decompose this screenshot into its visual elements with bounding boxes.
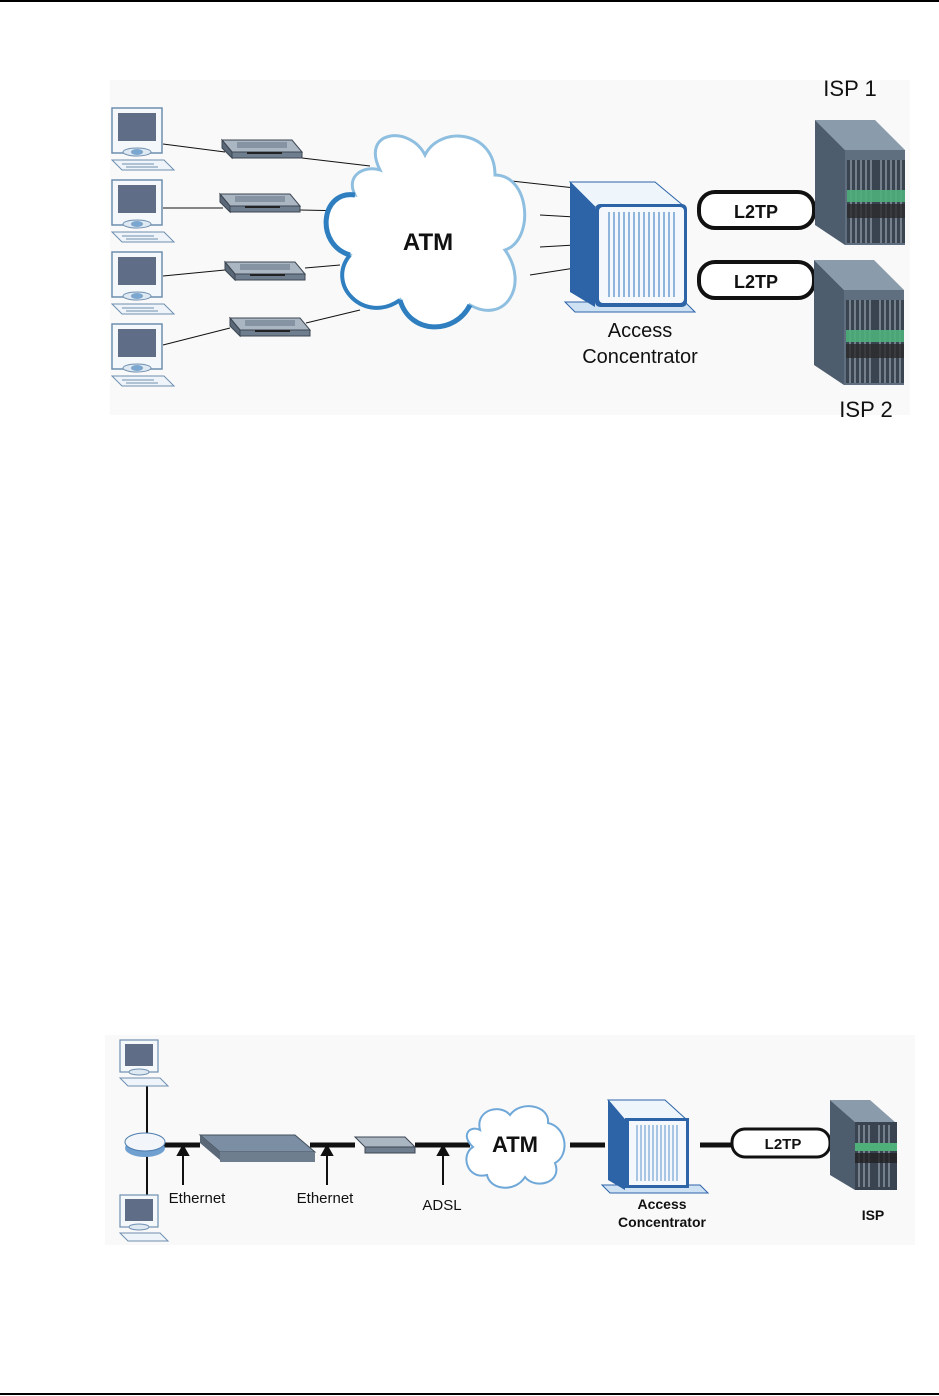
concentrator-label-line2: Concentrator bbox=[618, 1214, 706, 1230]
modem-1 bbox=[221, 139, 303, 159]
concentrator-label-line1: Access bbox=[637, 1196, 686, 1212]
concentrator-label-line2: Concentrator bbox=[582, 346, 698, 368]
concentrator-label-line1: Access bbox=[608, 320, 672, 342]
footer-rule bbox=[0, 1393, 939, 1395]
link-arrows bbox=[176, 1143, 450, 1185]
atm-cloud-icon bbox=[323, 134, 527, 330]
adsl-modem-icon bbox=[353, 1136, 417, 1154]
atm-cloud-icon bbox=[465, 1105, 566, 1189]
atm-cloud-label: ATM bbox=[492, 1132, 538, 1157]
l2tp-tunnel-label: L2TP bbox=[765, 1136, 802, 1153]
isp-1-label: ISP 1 bbox=[823, 76, 876, 101]
client-links bbox=[162, 143, 576, 346]
figure-l2tp-multi-isp: ATM Access Concentrator L2TP L2TP ISP 1 … bbox=[110, 70, 939, 422]
isp-server-icon bbox=[830, 1100, 897, 1190]
link-label-adsl: ADSL bbox=[422, 1197, 461, 1214]
isp-label: ISP bbox=[862, 1207, 885, 1223]
modem-2 bbox=[219, 193, 301, 213]
hub-icon bbox=[124, 1132, 166, 1157]
isp-2-server-icon bbox=[813, 259, 905, 386]
l2tp-tunnel-1-label: L2TP bbox=[734, 202, 778, 222]
l2tp-tunnel-1 bbox=[697, 190, 816, 230]
isp-2-label: ISP 2 bbox=[839, 397, 892, 420]
isp-1-server-icon bbox=[814, 119, 906, 246]
access-concentrator-icon bbox=[600, 1099, 710, 1194]
access-concentrator-icon bbox=[564, 181, 696, 313]
modem-3 bbox=[224, 261, 306, 281]
l2tp-tunnel-2-label: L2TP bbox=[734, 272, 778, 292]
router-icon bbox=[198, 1134, 317, 1162]
link-label-ethernet-2: Ethernet bbox=[297, 1190, 355, 1207]
modem-4 bbox=[229, 317, 311, 337]
header-rule bbox=[0, 0, 939, 2]
link-label-ethernet-1: Ethernet bbox=[169, 1190, 227, 1207]
atm-cloud-label: ATM bbox=[403, 229, 453, 256]
figure-l2tp-single-path: Ethernet Ethernet ADSL ATM Access Concen… bbox=[105, 1035, 915, 1245]
